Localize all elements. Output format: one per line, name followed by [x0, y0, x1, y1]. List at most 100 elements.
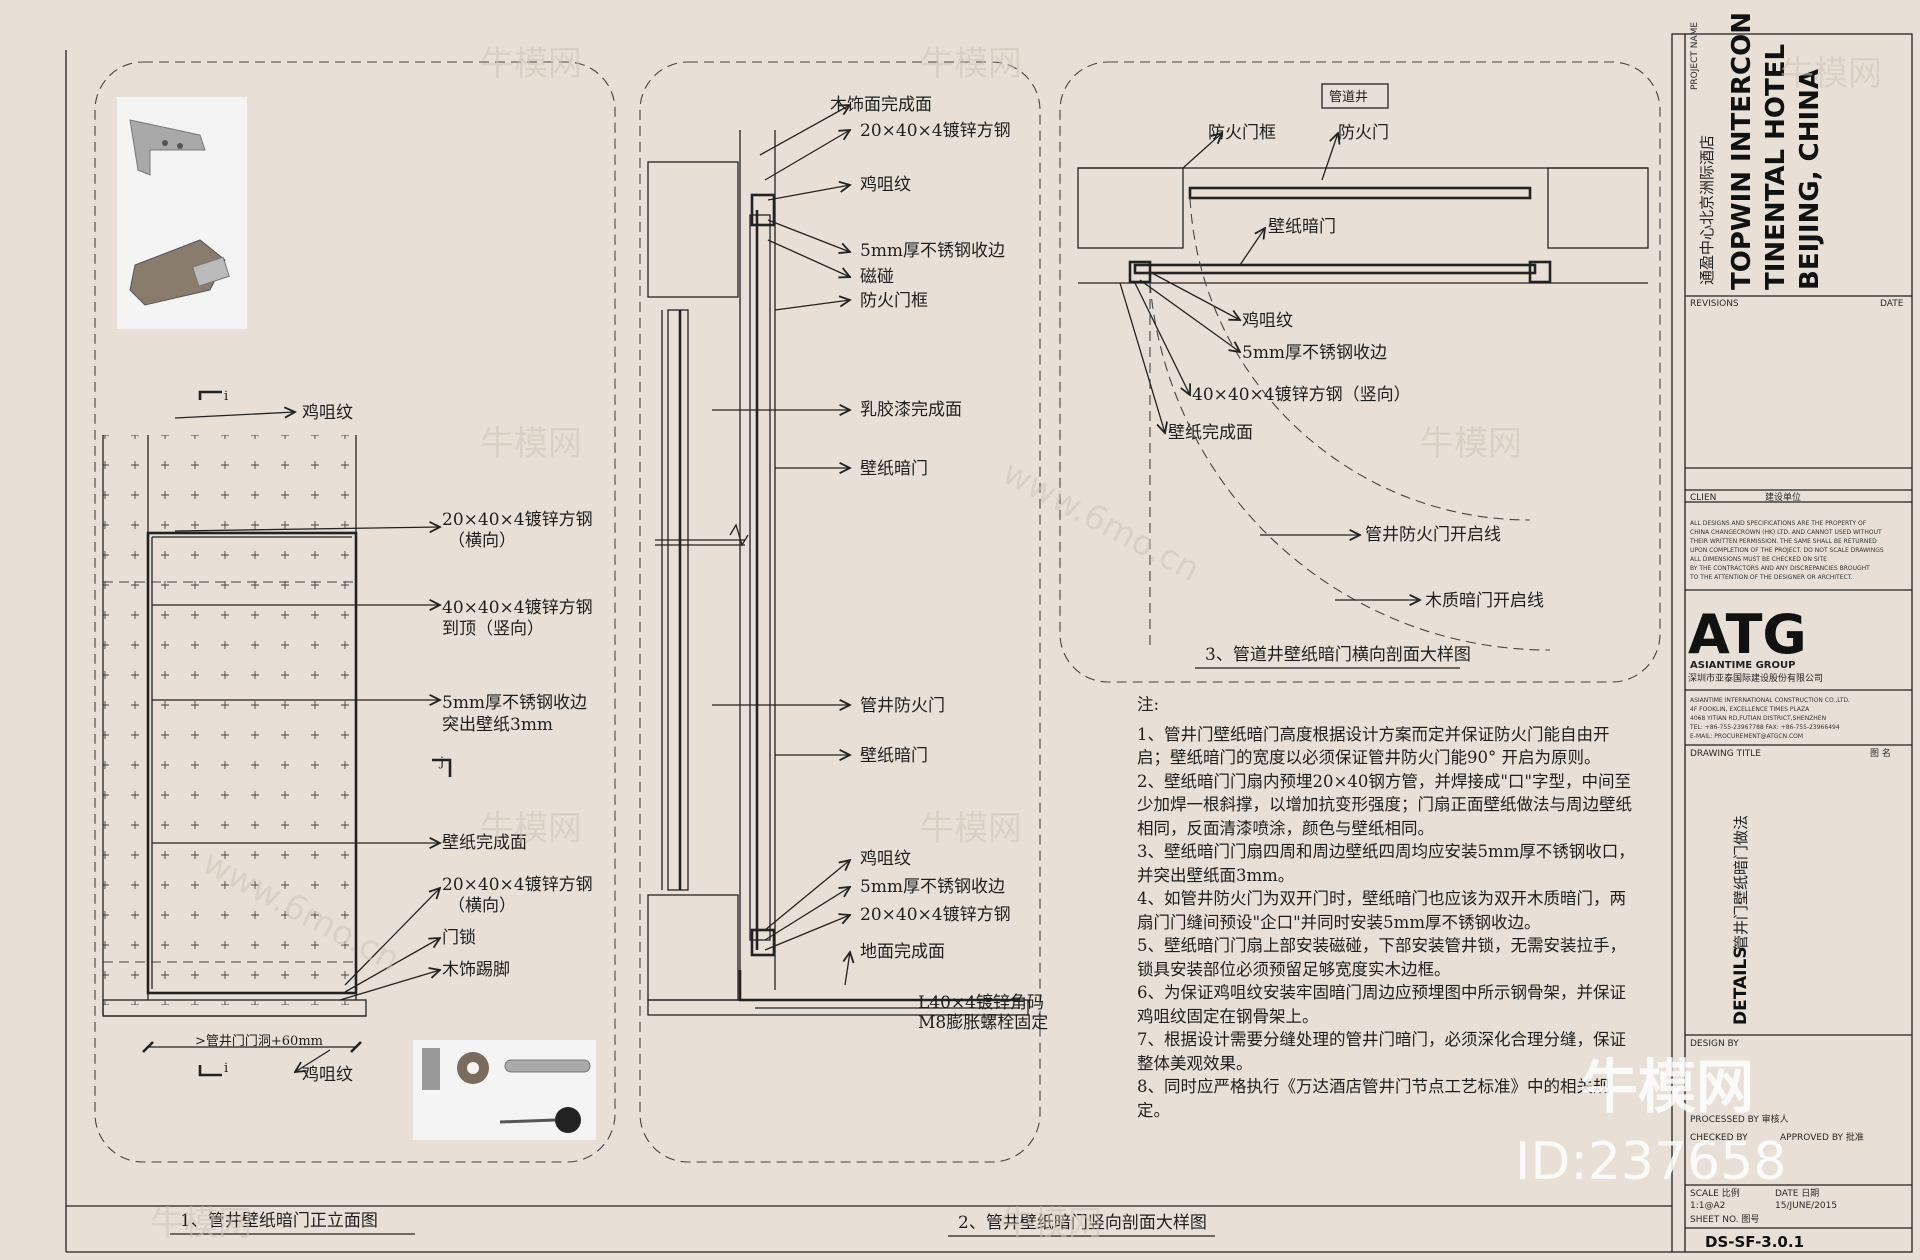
label-fire-door-h: 防火门 [1338, 123, 1389, 143]
sheet-number: DS-SF-3.0.1 [1705, 1233, 1804, 1251]
watermark-brand-3: 牛模网 [1780, 54, 1882, 94]
watermark-brand-2: 牛模网 [920, 44, 1022, 84]
watermark-brand-8: 牛模网 [150, 1204, 252, 1244]
view1-title: 1、管井壁纸暗门正立面图 [180, 1211, 378, 1231]
label-pattern-top: 鸡咀纹 [860, 175, 911, 195]
note-item: 5、壁纸暗门门扇上部安装磁碰，下部安装管井锁，无需安装拉手，锁具安装部位必须预留… [1137, 936, 1626, 979]
project-name-en-2: TINENTAL HOTEL [1761, 44, 1791, 290]
address-line-3: 4068 YITIAN RD,FUTIAN DISTRICT,SHENZHEN [1690, 715, 1826, 722]
label-pattern-h: 鸡咀纹 [1242, 311, 1293, 331]
label-wood-swing: 木质暗门开启线 [1425, 591, 1544, 611]
label-steel-edge: 5mm厚不锈钢收边 [442, 693, 587, 713]
project-name-cn: 通盈中心北京洲际酒店 [1698, 135, 1716, 285]
drawing-title-en: DETAILS [1731, 946, 1751, 1025]
view2-title: 2、管井壁纸暗门竖向剖面大样图 [958, 1213, 1207, 1233]
view2-vertical-section: 木饰面完成面 20×40×4镀锌方钢 鸡咀纹 5mm厚不锈钢收边 磁碰 防火门框… [647, 95, 1215, 1237]
label-fire-swing: 管井防火门开启线 [1365, 525, 1501, 545]
hinge-hardware-photo [117, 97, 247, 329]
scale-label: SCALE 比例 [1690, 1187, 1740, 1199]
watermark-id: ID:237658 [1515, 1132, 1787, 1192]
address-line-2: 4F FOOKLIN, EXCELLENCE TIMES PLAZA [1690, 706, 1810, 713]
note-item: 3、壁纸暗门门扇四周和周边壁纸四周均应安装5mm厚不锈钢收口，并突出壁纸面3mm… [1137, 842, 1635, 885]
label-angle-steel: L40×4镀锌角码 [918, 993, 1044, 1013]
note-item: 2、壁纸暗门门扇内预埋20×40钢方管，并焊接成"口"字型，中间至少加焊一根斜撑… [1137, 771, 1632, 838]
label-steel-bottom: 5mm厚不锈钢收边 [860, 877, 1005, 897]
label-tube-horizontal-top: 20×40×4镀锌方钢 [442, 510, 593, 530]
label-pattern-bottom: 鸡咀纹 [860, 849, 911, 869]
address-line-5: E-MAIL: PROCUREMENT@ATGCN.COM [1690, 733, 1803, 740]
processed-by-label: PROCESSED BY 审核人 [1690, 1113, 1789, 1125]
revisions-label: REVISIONS [1690, 299, 1739, 309]
label-steel-edge-h: 5mm厚不锈钢收边 [1242, 343, 1387, 363]
date-value: 15/JUNE/2015 [1775, 1201, 1837, 1211]
watermark-brand-6: 牛模网 [480, 809, 582, 849]
watermark-site-1: www.6mo.cn [996, 453, 1206, 590]
project-name-en-3: BEIJING, CHINA [1795, 69, 1825, 290]
label-wall-door-lower: 壁纸暗门 [860, 746, 928, 766]
label-tube-horizontal-top-note: （横向） [448, 531, 516, 551]
label-bolt: M8膨胀螺栓固定 [918, 1013, 1048, 1033]
drawing-title-label: DRAWING TITLE [1690, 749, 1761, 759]
view1-elevation: i i j >管井门门洞+60mm 鸡咀纹 20×40×4镀锌方钢 （横向） 4… [102, 97, 596, 1235]
label-wood-finish: 木饰面完成面 [830, 95, 932, 115]
approved-by-label: APPROVED BY 批准 [1780, 1131, 1864, 1143]
note-item: 4、如管井防火门为双开门时，壁纸暗门也应该为双开木质暗门，两扇门门缝间预设"企口… [1137, 889, 1626, 932]
note-item: 8、同时应严格执行《万达酒店管井门节点工艺标准》中的相关规定。 [1137, 1077, 1610, 1120]
project-name-en-1: TOPWIN INTERCON [1727, 12, 1757, 290]
label-shaft: 管道井 [1329, 90, 1368, 105]
label-top-pattern: 鸡咀纹 [302, 403, 353, 423]
view3-title: 3、管道井壁纸暗门横向剖面大样图 [1205, 645, 1471, 665]
watermark-brand-7: 牛模网 [920, 809, 1022, 849]
disclaimer: ALL DESIGNS AND SPECIFICATIONS ARE THE P… [1689, 520, 1884, 581]
construction-notes: 注: 1、管井门壁纸暗门高度根据设计方案而定并保证防火门能自由开启；壁纸暗门的宽… [1137, 693, 1637, 1122]
title-block: PROJECT NAME 通盈中心北京洲际酒店 TOPWIN INTERCON … [1671, 12, 1913, 1253]
watermark-brand-5: 牛模网 [1420, 424, 1522, 464]
label-tube-top: 20×40×4镀锌方钢 [860, 121, 1011, 141]
lock-hardware-photo [413, 1040, 596, 1140]
door-opening-dimension: >管井门门洞+60mm [195, 1034, 323, 1049]
label-wall-door-h: 壁纸暗门 [1268, 217, 1336, 237]
drawing-title-cn-full: 管井门壁纸暗门做法 [1732, 815, 1750, 950]
company-name-cn: 深圳市亚泰国际建设股份有限公司 [1688, 672, 1823, 684]
label-tube-vertical: 40×40×4镀锌方钢 [442, 598, 593, 618]
label-steel-edge-note: 突出壁纸3mm [442, 715, 553, 735]
checked-by-label: CHECKED BY [1690, 1133, 1748, 1143]
label-bottom-pattern: 鸡咀纹 [302, 1065, 353, 1085]
label-wallpaper-finish-h: 壁纸完成面 [1168, 423, 1253, 443]
label-latex-finish: 乳胶漆完成面 [860, 400, 962, 420]
section-mark-i-bottom: i [224, 1061, 228, 1076]
disclaimer-line-7: TO THE ATTENTION OF THE DESIGNER OR ARCH… [1689, 574, 1853, 581]
label-wallpaper-finish: 壁纸完成面 [442, 833, 527, 853]
label-floor-finish: 地面完成面 [860, 942, 945, 962]
label-fire-frame-h: 防火门框 [1208, 123, 1276, 143]
label-magnet: 磁碰 [860, 267, 894, 287]
label-fire-frame: 防火门框 [860, 291, 928, 311]
watermark-brand-large: 牛模网 [1580, 1053, 1755, 1121]
label-tube-horizontal-bottom: 20×40×4镀锌方钢 [442, 875, 593, 895]
project-name-label: PROJECT NAME [1690, 22, 1700, 90]
note-item: 7、根据设计需要分缝处理的管井门暗门，必须深化合理分缝，保证整体美观效果。 [1137, 1030, 1626, 1073]
date-label: DATE [1880, 299, 1904, 309]
drawing-title-cn: 图 名 [1870, 747, 1891, 759]
address-line-1: ASIANTIME INTERNATIONAL CONSTRUCTION CO.… [1690, 697, 1850, 704]
design-by-label: DESIGN BY [1690, 1039, 1739, 1049]
atg-logo: ATG [1688, 603, 1807, 666]
address-line-4: TEL: +86-755-23967788 FAX: +86-755-23966… [1689, 724, 1840, 731]
label-tube-h: 40×40×4镀锌方钢（竖向） [1192, 385, 1411, 405]
section-mark-j: j [438, 755, 444, 770]
watermark-brand-4: 牛模网 [480, 424, 582, 464]
label-skirting: 木饰踢脚 [442, 960, 510, 980]
view3-horizontal-section: 管道井 防火门框 防火门 壁纸暗门 鸡咀纹 5mm厚 [1077, 83, 1649, 669]
client-cn: 建设单位 [1765, 491, 1801, 503]
label-fire-door: 管井防火门 [860, 696, 945, 716]
disclaimer-line-2: CHINA CHANGECROWN (HK) LTD. AND CANNOT U… [1690, 529, 1882, 536]
note-item: 6、为保证鸡咀纹安装牢固暗门周边应预埋图中所示钢骨架，并保证鸡咀纹固定在钢骨架上… [1137, 983, 1626, 1026]
label-tube-bottom: 20×40×4镀锌方钢 [860, 905, 1011, 925]
label-lock: 门锁 [442, 928, 476, 948]
scale-value: 1:1@A2 [1690, 1201, 1725, 1211]
label-steel-top: 5mm厚不锈钢收边 [860, 241, 1005, 261]
company-name-en: ASIANTIME GROUP [1690, 660, 1795, 671]
label-wall-door-upper: 壁纸暗门 [860, 459, 928, 479]
notes-heading: 注: [1137, 695, 1160, 714]
note-item: 1、管井门壁纸暗门高度根据设计方案而定并保证防火门能自由开启；壁纸暗门的宽度以必… [1137, 724, 1610, 768]
